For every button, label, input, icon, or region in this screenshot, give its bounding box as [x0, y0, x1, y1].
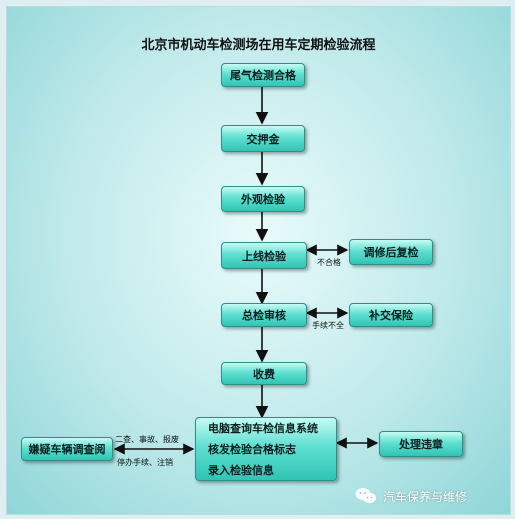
node-repair-recheck: 调修后复检	[349, 239, 433, 265]
node-final-review: 总检审核	[221, 303, 307, 327]
wechat-icon	[355, 488, 376, 504]
node-supplement-insurance: 补交保险	[349, 303, 433, 327]
flowchart-canvas: 北京市机动车检测场在用车定期检验流程 尾气检测合格 交押金 外观检验 上线检验	[6, 6, 511, 515]
node-appearance-check: 外观检验	[221, 186, 305, 212]
node-suspicious-vehicle: 嫌疑车辆调查阅	[21, 437, 113, 461]
diagram-title: 北京市机动车检测场在用车定期检验流程	[141, 38, 376, 53]
label-left-top: 二查、事故、报废	[115, 435, 179, 444]
label-incomplete-docs: 手续不全	[312, 321, 344, 330]
node-emission-pass: 尾气检测合格	[221, 63, 305, 87]
node-fee: 收费	[221, 362, 307, 385]
computer-step-3: 录入检验信息	[208, 464, 274, 477]
computer-step-2: 核发检验合格标志	[208, 443, 296, 456]
watermark-text: 汽车保养与维修	[383, 489, 468, 504]
label-left-bottom: 停办手续、注销	[117, 458, 173, 467]
computer-step-1: 电脑查询车检信息系统	[208, 422, 318, 435]
node-handle-violation: 处理违章	[379, 431, 463, 457]
node-deposit: 交押金	[221, 125, 305, 152]
node-online-check: 上线检验	[221, 242, 307, 269]
connector-layer	[113, 87, 379, 455]
node-computer-steps: 电脑查询车检信息系统 核发检验合格标志 录入检验信息	[195, 417, 337, 481]
label-fail: 不合格	[317, 258, 341, 267]
watermark: 汽车保养与维修	[355, 487, 467, 505]
